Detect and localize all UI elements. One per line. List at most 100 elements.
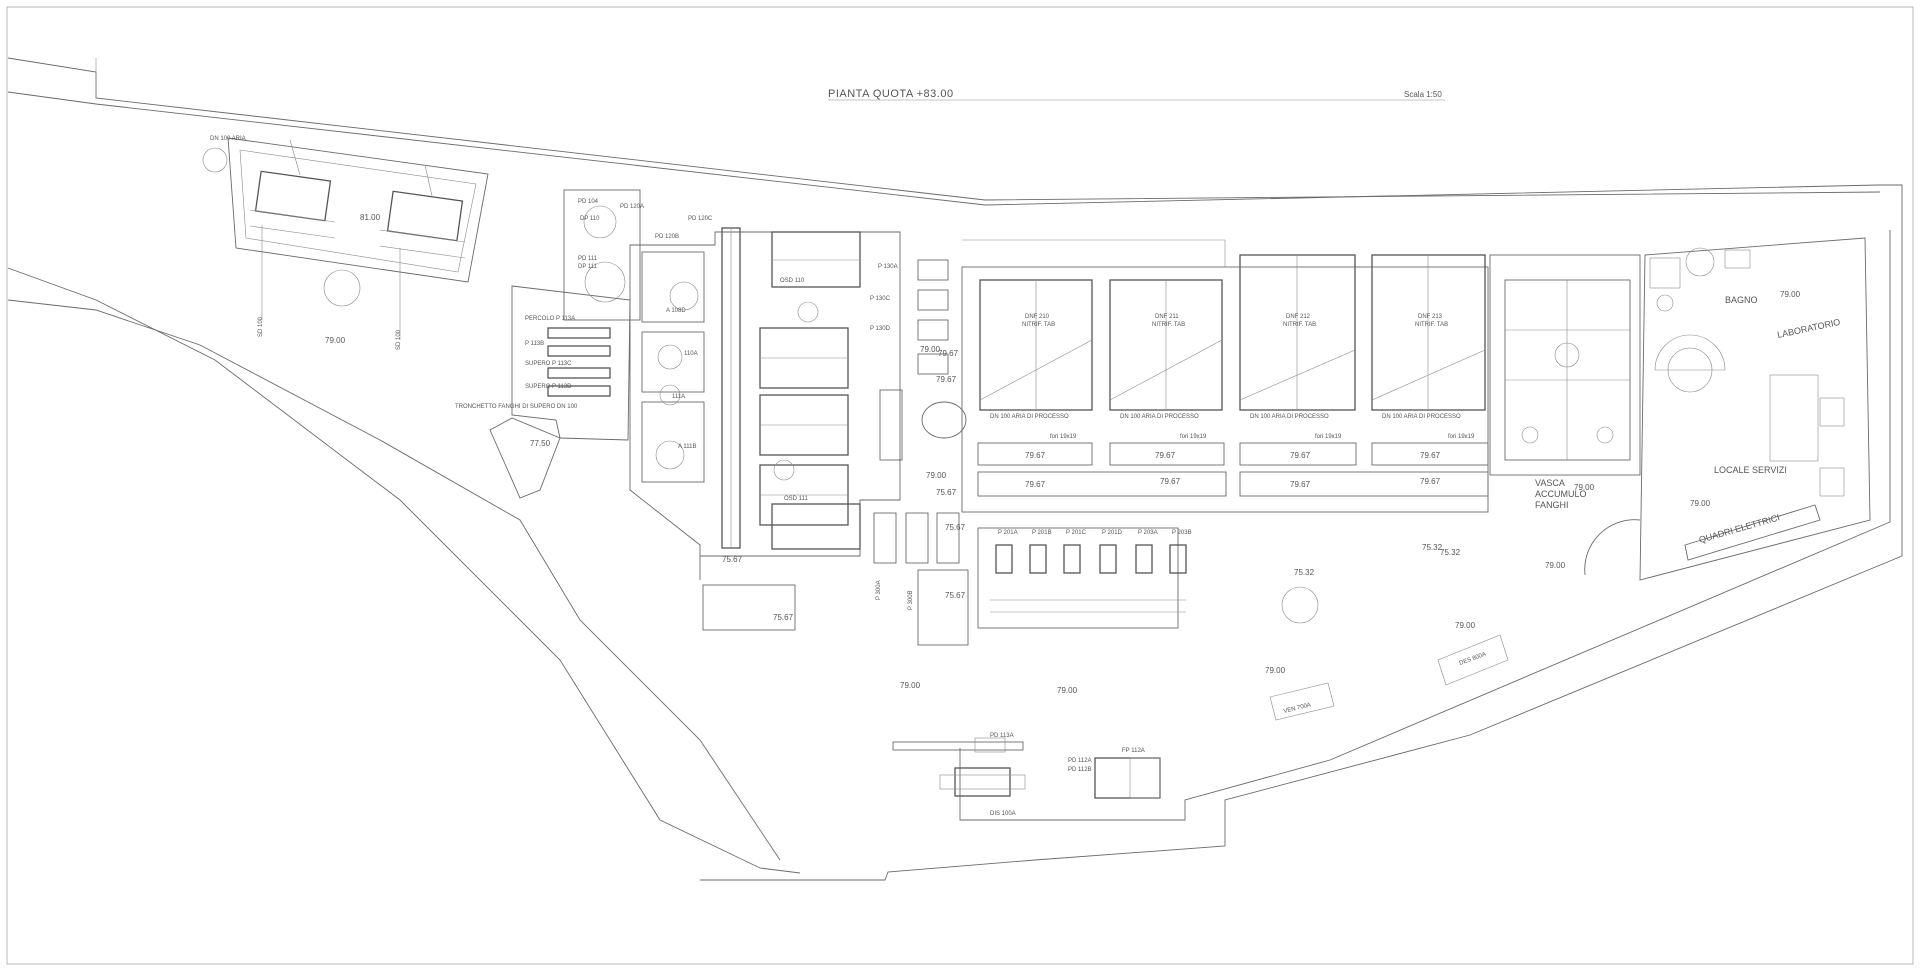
services-building: VASCA ACCUMULO FANGHI 79.00 BAGNO LABORA… (1489, 237, 1871, 581)
level-left: 79.00 (325, 336, 346, 345)
level-center-5: 75.67 (722, 555, 743, 564)
tag-p130c: P 130C (870, 296, 891, 302)
sheet-border (6, 6, 1914, 965)
tag-osd-110: OSD 110 (780, 278, 805, 284)
pump-p201b: P 201B (1032, 530, 1052, 536)
level-bottom-1: 79.00 (900, 681, 921, 690)
platform-top-left: DN 100 ARIA SD 100 SD 100 81.00 (202, 136, 489, 350)
tag-pd-112a: PD 112A (1068, 758, 1092, 764)
tag-pd-113a: PD 113A (990, 733, 1014, 739)
tag-p300a: P 300A (876, 580, 882, 600)
tag-a111b: A 111B (678, 444, 696, 450)
tag-pd-120a: PD 120A (620, 204, 644, 210)
room-locale-servizi: LOCALE SERVIZI (1714, 465, 1787, 475)
tag-dis-100a: DIS 100A (990, 811, 1016, 817)
tag-dp-110: DP 110 (580, 216, 600, 222)
bottom-equipment: PD 113A DIS 100A PD 112A PD 112B FP 112A… (892, 634, 1509, 817)
level-center-7: 75.67 (945, 523, 966, 532)
tag-pd-120b: PD 120B (655, 234, 679, 240)
dnf-tanks-area: DNF 210 NITRIF. TAB DNF 211 NITRIF. TAB … (961, 239, 1489, 513)
tag-pd-120c: PD 120C (688, 216, 713, 222)
level-center-8: 75.67 (773, 613, 794, 622)
tag-pd-104: PD 104 (578, 199, 599, 205)
room-vasca-1: VASCA (1535, 478, 1565, 488)
pump-p201a: P 201A (998, 530, 1018, 536)
level-left-lower: 77.50 (530, 439, 551, 448)
pump-p201c: P 201C (1066, 530, 1087, 536)
dnf-212-name: DNF 212 (1286, 314, 1311, 320)
dnf-211-name: DNF 211 (1155, 314, 1179, 320)
tag-110a: 110A (684, 351, 698, 357)
sludge-tanks-enclosure: PD 104 PD 120A DP 110 PD 120B PD 120C PD… (563, 189, 713, 321)
level-center-6: 75.67 (936, 488, 957, 497)
fori-3: fori 19x19 (1315, 434, 1342, 440)
tag-a108d: A 108D (666, 308, 686, 314)
basin-level-3: 79.67 (1290, 451, 1311, 460)
tag-p130d: P 130D (870, 326, 891, 332)
site-levels: 79.00 75.32 75.32 79.00 79.00 79.00 79.0… (325, 336, 1476, 695)
tag-osd-111: OSD 111 (784, 496, 808, 502)
basin-level-5: 79.67 (1025, 480, 1046, 489)
level-top-left: 81.00 (360, 213, 381, 222)
level-vasca: 79.00 (1574, 483, 1595, 492)
left-pump-room: PERCOLO P 113A P 113B SUPERO P 113C SUPE… (455, 285, 631, 499)
pump-p201d: P 201D (1102, 530, 1123, 536)
basin-level-7: 79.67 (1290, 480, 1311, 489)
basin-level-6: 79.67 (1160, 477, 1181, 486)
processo-4: DN 100 ARIA DI PROCESSO (1382, 414, 1461, 420)
label-p113b: P 113B (525, 341, 544, 347)
room-laboratorio: LABORATORIO (1776, 317, 1841, 340)
level-right-3: 79.00 (1545, 561, 1566, 570)
label-percolo: PERCOLO P 113A (525, 316, 575, 322)
dnf-212-note: NITRIF. TAB (1283, 322, 1316, 328)
level-center-9: 75.67 (945, 591, 966, 600)
tag-des-800a: DES 800A (1459, 652, 1487, 667)
tag-pd-111: PD 111 (578, 256, 598, 262)
pump-row: P 201A P 201B P 201C P 201D P 203A P 203… (977, 527, 1192, 629)
room-bagno: BAGNO (1725, 295, 1758, 305)
dnf-213-name: DNF 213 (1418, 314, 1443, 320)
level-bottom-4: 79.00 (1455, 621, 1476, 630)
tag-p130a: P 130A (878, 264, 898, 270)
label-tronchetto: TRONCHETTO FANGHI DI SUPERO DN 100 (455, 404, 578, 410)
dnf-213-note: NITRIF. TAB (1415, 322, 1448, 328)
level-center-3: 79.67 (938, 349, 959, 358)
room-vasca-3: FANGHI (1535, 500, 1569, 510)
site-boundary (7, 57, 1903, 881)
small-pump-boxes: P 300A P 300B 75.67 75.67 79.67 (702, 259, 969, 646)
fori-1: fori 19x19 (1050, 434, 1077, 440)
basin-level-2: 79.67 (1155, 451, 1176, 460)
level-center-2: 79.67 (936, 375, 957, 384)
fori-2: fori 19x19 (1180, 434, 1207, 440)
level-center-1: 79.00 (920, 345, 941, 354)
dnf-210-note: NITRIF. TAB (1022, 322, 1055, 328)
label-sd-100-a: SD 100 (258, 316, 264, 337)
tag-111a: 111A (672, 394, 685, 400)
label-sd-100-b: SD 100 (396, 329, 402, 350)
processo-3: DN 100 ARIA DI PROCESSO (1250, 414, 1329, 420)
level-right-1: 79.00 (1780, 290, 1801, 299)
tag-pd-112b: PD 112B (1068, 767, 1092, 773)
tag-ven-700a: VEN 700A (1283, 702, 1312, 715)
level-right-2: 79.00 (1690, 499, 1711, 508)
basin-level-4: 79.67 (1420, 451, 1441, 460)
processo-1: DN 100 ARIA DI PROCESSO (990, 414, 1069, 420)
drawing-scale: Scala 1:50 (1404, 90, 1442, 99)
fori-4: fori 19x19 (1448, 434, 1475, 440)
room-vasca-2: ACCUMULO (1535, 489, 1587, 499)
label-supero-d: SUPERO P 113D (525, 384, 572, 390)
pump-p203b: P 203B (1172, 530, 1192, 536)
level-bottom-3: 79.00 (1265, 666, 1286, 675)
level-center-4: 79.00 (926, 471, 947, 480)
dnf-211-note: NITRIF. TAB (1152, 322, 1185, 328)
room-quadri-elettrici: QUADRI ELETTRICI (1698, 512, 1781, 545)
level-bottom-2: 79.00 (1057, 686, 1078, 695)
drawing-title: PIANTA QUOTA +83.00 (828, 88, 954, 100)
dnf-210-name: DNF 210 (1025, 314, 1050, 320)
level-mid-3: 75.32 (1440, 548, 1461, 557)
level-mid-1: 75.32 (1422, 543, 1443, 552)
central-treatment-block: A 108D 110A 111A A 111B OSD 110 OSD 111 … (629, 227, 966, 580)
basin-level-1: 79.67 (1025, 451, 1046, 460)
tag-fp-112a: FP 112A (1122, 748, 1145, 754)
